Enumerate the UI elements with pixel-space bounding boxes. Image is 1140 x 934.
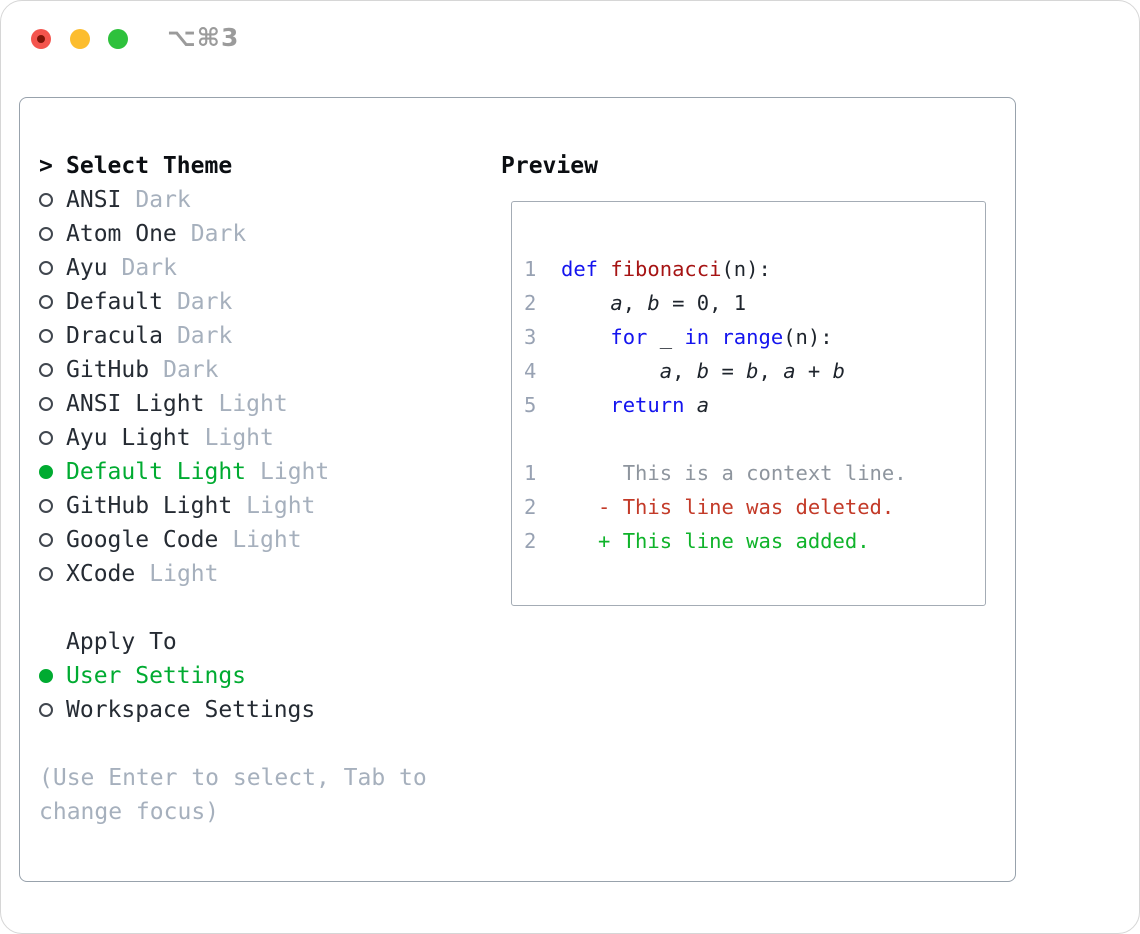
theme-option-label: GitHub Light: [66, 493, 233, 519]
diff-added-line: 2 + This line was added.: [524, 524, 985, 558]
theme-variant-badge: Dark: [176, 323, 233, 349]
theme-option-xcode-light[interactable]: XCode Light: [39, 557, 471, 591]
theme-variant-badge: Light: [232, 527, 302, 553]
close-button[interactable]: [31, 29, 51, 49]
preview-title: Preview: [501, 153, 598, 179]
theme-variant-badge: Dark: [190, 221, 247, 247]
theme-option-ayu-dark[interactable]: Ayu Dark: [39, 251, 471, 285]
radio-icon: [39, 329, 53, 343]
radio-icon: [39, 193, 53, 207]
blank-line: [524, 422, 985, 456]
theme-option-google-code-light[interactable]: Google Code Light: [39, 523, 471, 557]
apply-to-header: Apply To: [39, 625, 471, 659]
radio-icon: [39, 533, 53, 547]
radio-icon: [39, 261, 53, 275]
theme-variant-badge: Dark: [135, 187, 191, 213]
theme-variant-badge: Dark: [176, 289, 233, 315]
line-number: 4: [524, 359, 537, 383]
theme-option-github-light[interactable]: GitHub Light Light: [39, 489, 471, 523]
zoom-button[interactable]: [108, 29, 128, 49]
theme-variant-badge: Light: [218, 391, 288, 417]
theme-variant-badge: Light: [149, 561, 219, 587]
radio-icon: [39, 363, 53, 377]
radio-icon: [39, 567, 53, 581]
diff-context-line: 1 This is a context line.: [524, 456, 985, 490]
focus-caret-icon: >: [39, 153, 53, 179]
theme-option-atom-one-dark[interactable]: Atom One Dark: [39, 217, 471, 251]
radio-icon: [39, 499, 53, 513]
theme-option-label-selected: Default Light: [66, 459, 247, 485]
theme-option-ansi-light[interactable]: ANSI Light Light: [39, 387, 471, 421]
code-line: 5 return a: [524, 388, 985, 422]
line-number: 2: [524, 495, 537, 519]
theme-option-label: ANSI Light: [66, 391, 205, 417]
diff-deleted-line: 2 - This line was deleted.: [524, 490, 985, 524]
line-number: 1: [524, 461, 537, 485]
code-line: 2 a, b = 0, 1: [524, 286, 985, 320]
spacer: [39, 591, 471, 625]
radio-selected-icon: [39, 465, 53, 479]
theme-option-default-dark[interactable]: Default Dark: [39, 285, 471, 319]
code-line: 3 for _ in range(n):: [524, 320, 985, 354]
line-number: 2: [524, 291, 537, 315]
theme-option-ayu-light[interactable]: Ayu Light Light: [39, 421, 471, 455]
theme-selector-header: > Select Theme: [39, 149, 471, 183]
theme-variant-badge: Light: [246, 493, 316, 519]
radio-icon: [39, 295, 53, 309]
spacer: [39, 727, 471, 761]
apply-to-title: Apply To: [66, 629, 177, 655]
window-title: ⌥⌘3: [167, 23, 240, 52]
theme-variant-badge: Light: [204, 425, 274, 451]
apply-to-workspace-settings[interactable]: Workspace Settings: [39, 693, 471, 727]
radio-icon: [39, 431, 53, 445]
radio-selected-icon: [39, 669, 53, 683]
minimize-button[interactable]: [70, 29, 90, 49]
apply-to-user-settings[interactable]: User Settings: [39, 659, 471, 693]
code-line: 4 a, b = b, a + b: [524, 354, 985, 388]
radio-icon: [39, 703, 53, 717]
theme-variant-badge: Dark: [163, 357, 219, 383]
theme-option-label: Atom One: [66, 221, 177, 247]
theme-option-dracula-dark[interactable]: Dracula Dark: [39, 319, 471, 353]
theme-option-ansi-dark[interactable]: ANSI Dark: [39, 183, 471, 217]
theme-option-label: ANSI: [66, 187, 122, 213]
line-number: 1: [524, 257, 537, 281]
theme-option-default-light[interactable]: Default Light Light: [39, 455, 471, 489]
line-number: 3: [524, 325, 537, 349]
line-number: 2: [524, 529, 537, 553]
theme-variant-badge: Light: [260, 459, 330, 485]
theme-variant-badge: Dark: [121, 255, 177, 281]
theme-option-label: Ayu: [66, 255, 108, 281]
theme-option-label: Google Code: [66, 527, 219, 553]
help-text: (Use Enter to select, Tab to change focu…: [39, 765, 427, 825]
line-number: 5: [524, 393, 537, 417]
theme-option-label: Ayu Light: [66, 425, 191, 451]
theme-option-label: XCode: [66, 561, 136, 587]
radio-icon: [39, 227, 53, 241]
theme-option-label: GitHub: [66, 357, 150, 383]
theme-option-label: Default: [66, 289, 163, 315]
theme-option-github-dark[interactable]: GitHub Dark: [39, 353, 471, 387]
radio-icon: [39, 397, 53, 411]
theme-option-label: Dracula: [66, 323, 163, 349]
apply-to-option-label: Workspace Settings: [66, 697, 316, 723]
theme-selector-title: Select Theme: [66, 153, 233, 179]
theme-selector: > Select Theme ANSI Dark Atom One Dark A…: [39, 149, 471, 829]
main-panel: [19, 97, 1016, 882]
apply-to-option-label-selected: User Settings: [66, 663, 247, 689]
